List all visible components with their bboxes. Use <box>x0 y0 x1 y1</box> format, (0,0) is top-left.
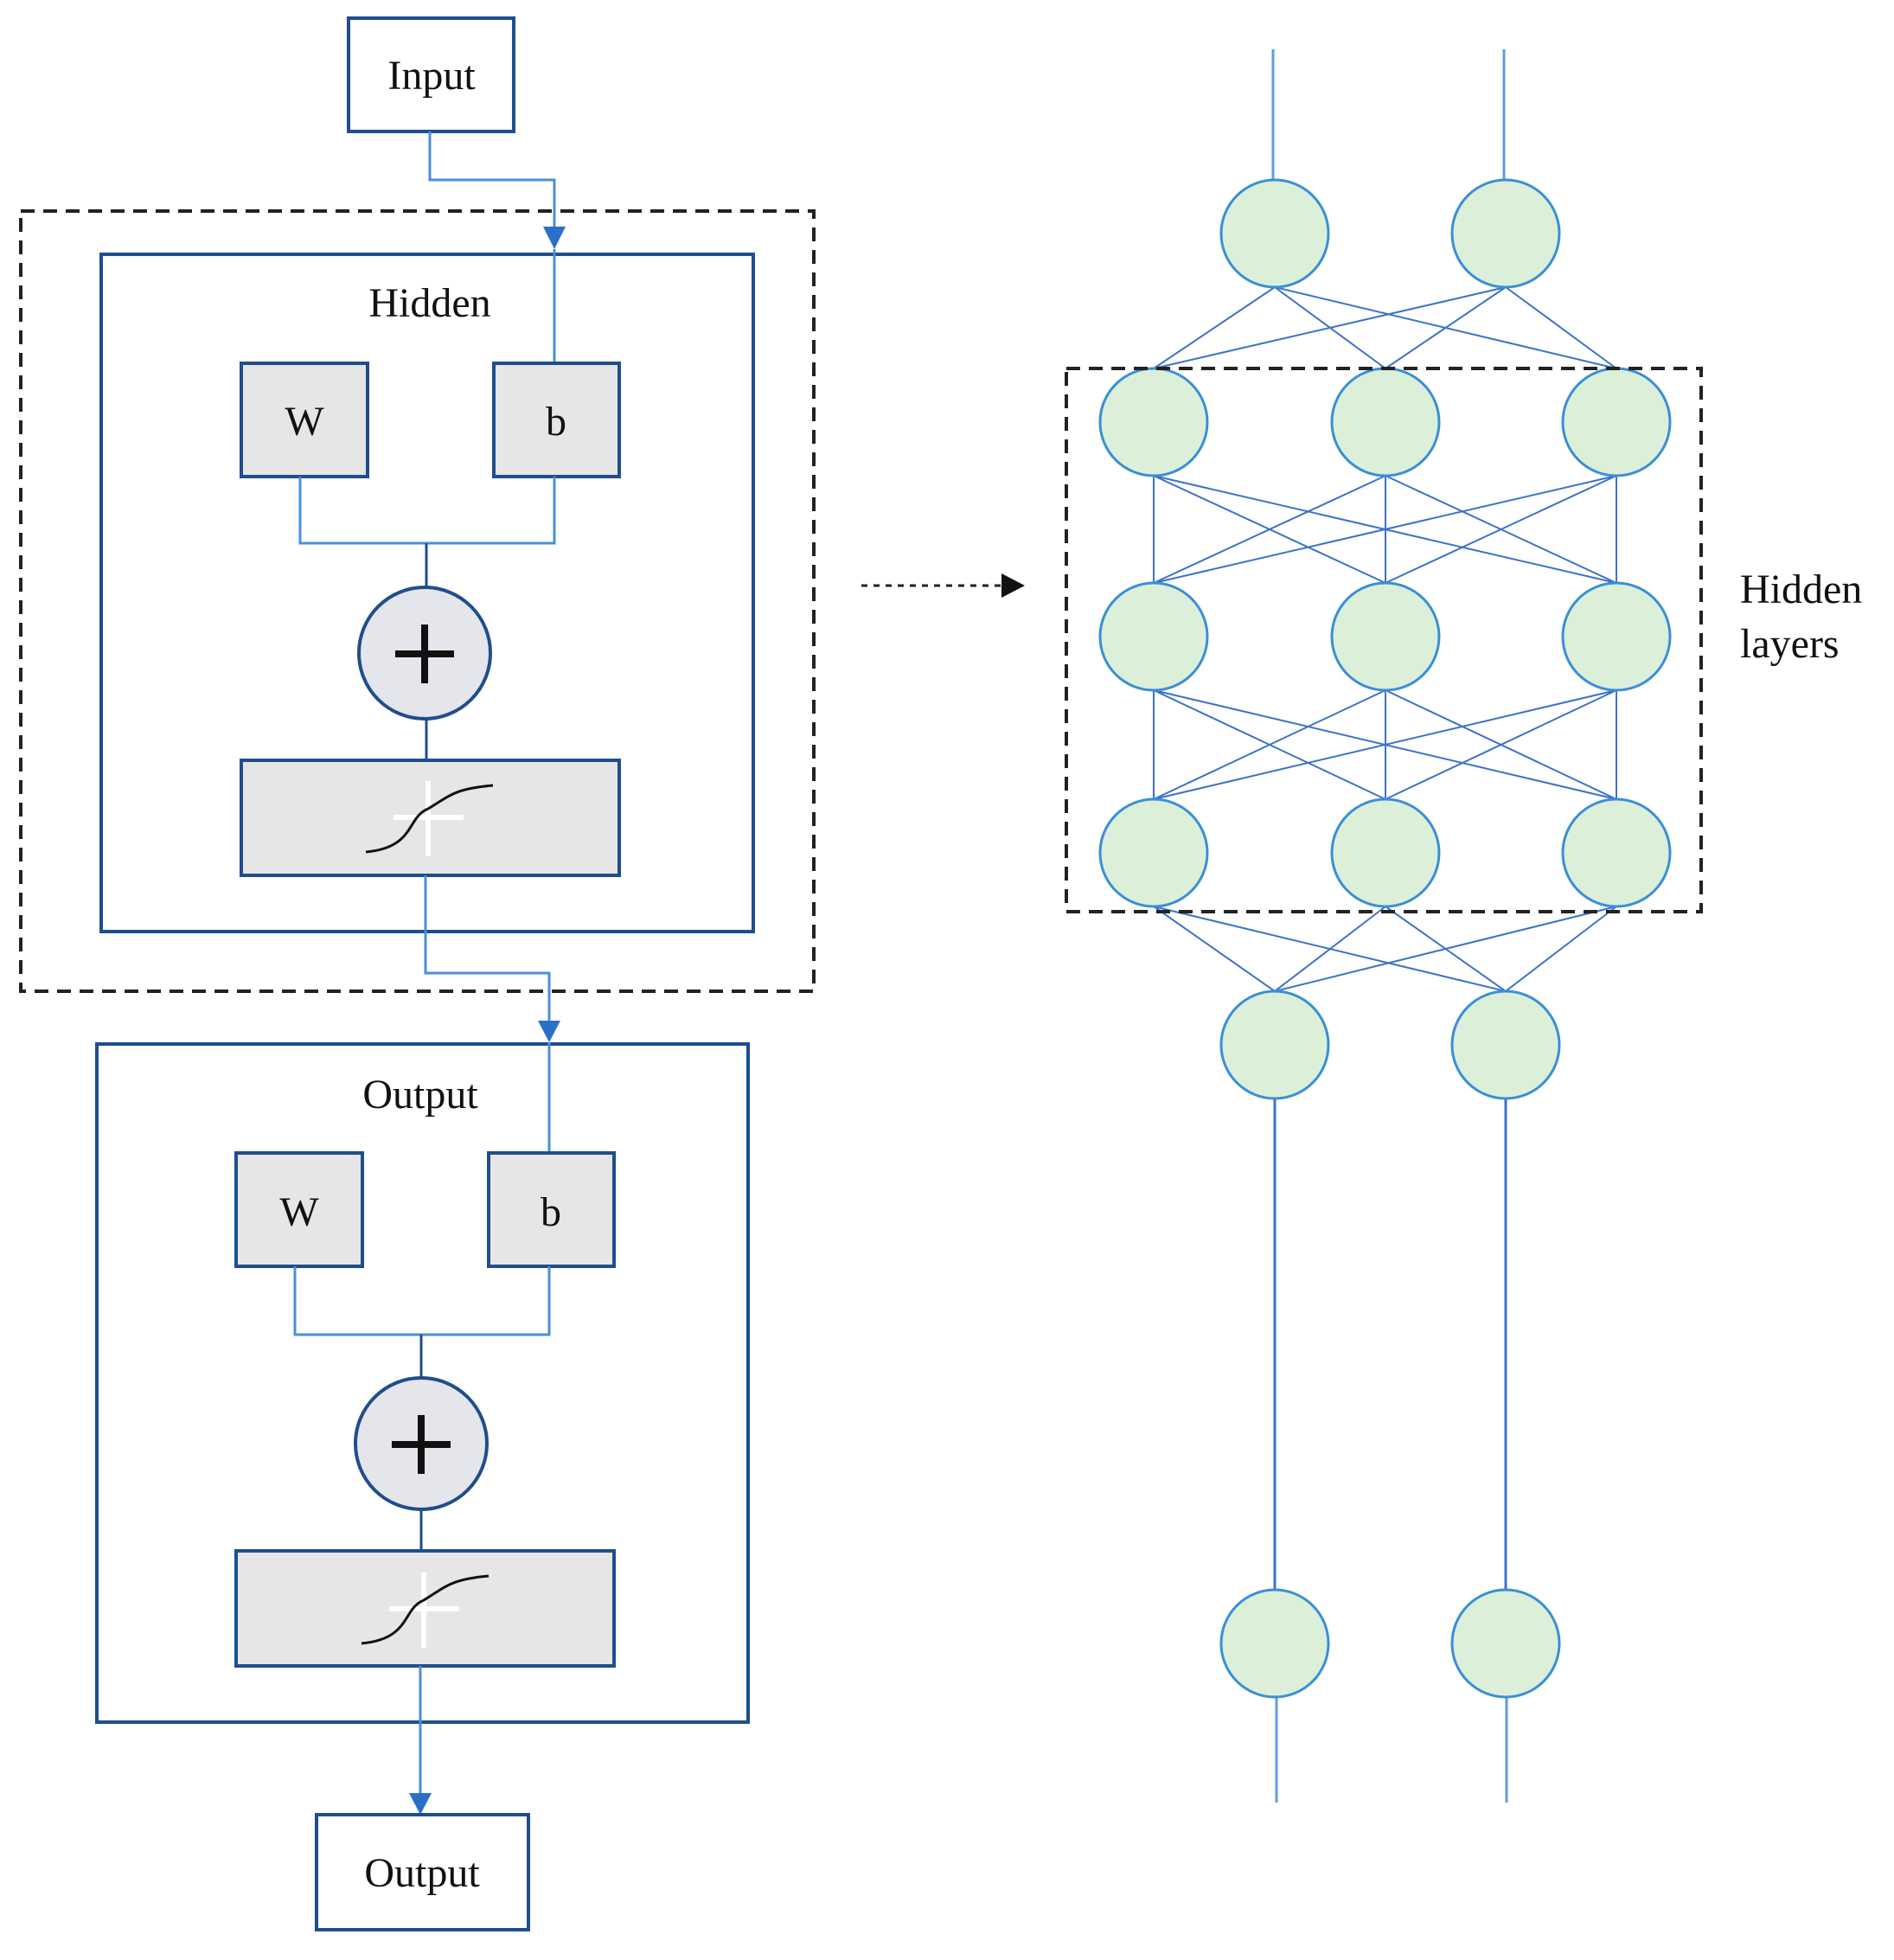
output-arrow <box>409 1666 432 1815</box>
network-edge <box>1153 689 1617 800</box>
neuron-l0-n1 <box>1450 178 1561 289</box>
network-edge <box>1153 475 1617 584</box>
network-edge <box>1385 475 1617 584</box>
plus-icon <box>395 625 454 683</box>
hidden-bias-box: b <box>492 362 621 478</box>
output-label: Output <box>364 1850 480 1896</box>
network-edge <box>1153 689 1386 800</box>
neuron-l1-n2 <box>1561 367 1672 477</box>
hidden-layers-label-line1: Hidden <box>1740 567 1862 612</box>
output-bias-label: b <box>541 1189 561 1235</box>
neuron-l2-n2 <box>1561 581 1672 692</box>
output-bias-box: b <box>487 1151 616 1268</box>
network-edge <box>1153 906 1276 992</box>
sigmoid-icon <box>365 781 494 856</box>
hidden-layers-dashed-outline <box>1065 367 1703 913</box>
neuron-l3-n0 <box>1098 797 1209 908</box>
input-label: Input <box>387 53 476 99</box>
hidden-block: Hidden W b <box>99 249 755 933</box>
hidden-sum-node <box>357 586 492 721</box>
output-weight-label: W <box>279 1189 319 1235</box>
network-edge <box>1505 286 1617 369</box>
sigmoid-icon <box>361 1572 489 1648</box>
input-leads <box>1271 49 1506 180</box>
input-box: Input <box>347 16 515 133</box>
hidden-to-output-connector <box>424 875 560 1042</box>
network-edge <box>1385 689 1617 800</box>
hidden-weight-label: W <box>285 399 324 445</box>
network-edge <box>1274 906 1386 992</box>
hidden-weight-box: W <box>240 362 369 478</box>
neuron-l2-n1 <box>1330 581 1441 692</box>
hidden-bias-label: b <box>546 399 566 445</box>
hidden-block-title: Hidden <box>368 280 490 326</box>
neuron-l5-n1 <box>1450 1588 1561 1699</box>
output-block: Output W b <box>95 1042 750 1724</box>
neural-network: Hidden layers <box>1065 49 1862 1803</box>
output-weight-box: W <box>234 1151 364 1268</box>
output-sum-node <box>354 1376 489 1511</box>
neuron-l1-n1 <box>1330 367 1441 477</box>
network-edge <box>1274 906 1617 992</box>
neuron-l1-n0 <box>1098 367 1209 477</box>
expand-arrow <box>861 573 1025 598</box>
network-edges <box>1153 286 1617 1590</box>
neuron-l3-n2 <box>1561 797 1672 908</box>
block-diagram: Input Hidden W b <box>19 16 816 1931</box>
network-edge <box>1385 286 1507 369</box>
input-to-hidden-connector <box>428 131 566 249</box>
neuron-l0-n0 <box>1219 178 1330 289</box>
output-box: Output <box>315 1813 530 1931</box>
neuron-l3-n1 <box>1330 797 1441 908</box>
network-edge <box>1153 475 1386 584</box>
output-leads <box>1275 1695 1508 1803</box>
output-activation-box <box>234 1549 616 1668</box>
neuron-l5-n0 <box>1219 1588 1330 1699</box>
network-edge <box>1505 906 1617 992</box>
output-block-title: Output <box>362 1072 478 1118</box>
neuron-l4-n1 <box>1450 990 1561 1100</box>
hidden-block-dashed-outline <box>19 209 816 993</box>
neuron-l4-n0 <box>1219 990 1330 1100</box>
hidden-layers-label-line2: layers <box>1740 621 1840 667</box>
network-nodes <box>1098 178 1672 1699</box>
neuron-l2-n0 <box>1098 581 1209 692</box>
network-edge <box>1153 286 1507 369</box>
network-edge <box>1153 286 1276 369</box>
plus-icon <box>392 1415 451 1474</box>
hidden-activation-box <box>240 759 621 877</box>
